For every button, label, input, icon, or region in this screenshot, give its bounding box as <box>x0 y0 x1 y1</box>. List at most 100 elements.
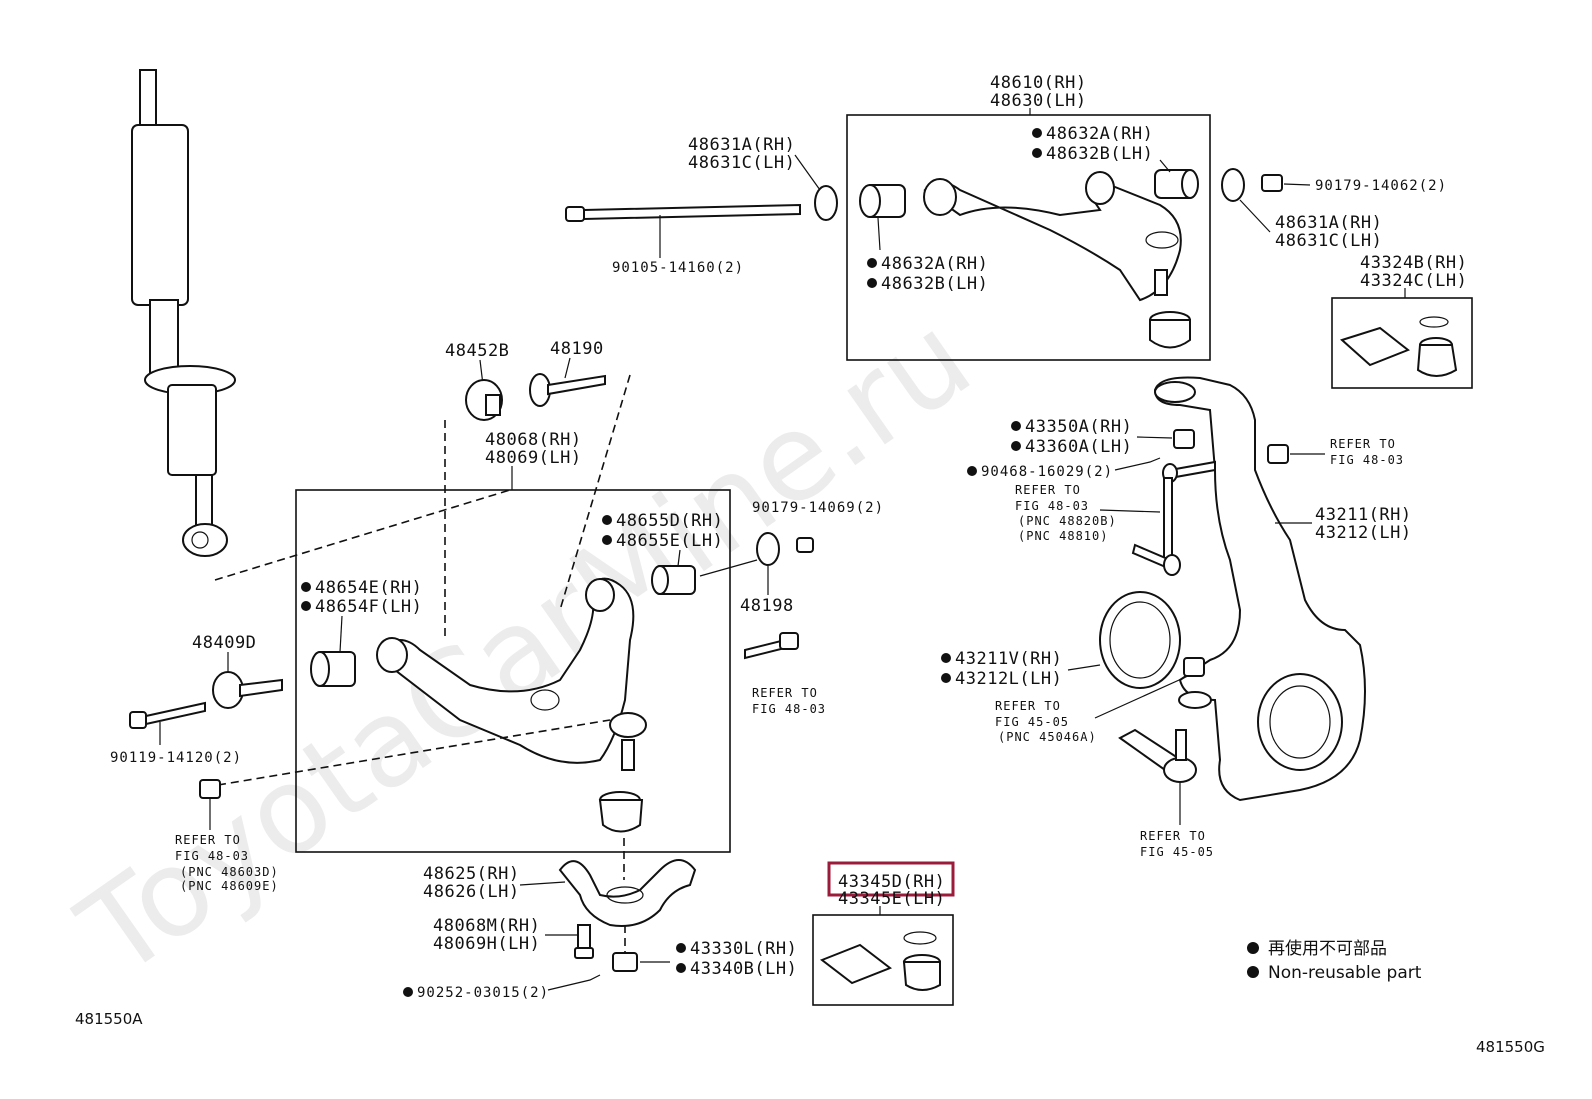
label-pnc-48810: (PNC 48810) <box>1018 529 1108 543</box>
label-pnc-48603: (PNC 48603D) <box>180 865 279 879</box>
label-knuckle-rh: 43211(RH) <box>1315 505 1412 525</box>
lower-arm-sub-bolt[interactable] <box>574 924 594 959</box>
stabilizer-nut[interactable] <box>1173 429 1195 449</box>
upper-bolt[interactable] <box>565 203 801 222</box>
cotter-90468[interactable] <box>1114 457 1161 471</box>
upper-ball-boot[interactable] <box>1149 311 1191 349</box>
label-pnc-45046: (PNC 45046A) <box>998 730 1097 744</box>
label-upper-bush-a-2: 48631A(RH) <box>1275 213 1382 233</box>
label-knuckle-lh: 43212(LH) <box>1315 523 1412 543</box>
label-fig-4505-b: FIG 45-05 <box>1140 845 1214 859</box>
cotter-pin[interactable] <box>547 974 601 991</box>
tie-rod-end[interactable] <box>1118 728 1197 783</box>
label-cotter-pin: 90252-03015(2) <box>417 985 549 1001</box>
boot-kit-box <box>1331 297 1473 389</box>
label-upper-bushing-b-top: 48632B(LH) <box>1046 144 1153 164</box>
knuckle-bolt[interactable] <box>1267 444 1289 464</box>
lower-washer[interactable] <box>756 532 780 566</box>
lower-control-arm[interactable] <box>376 577 647 771</box>
shock-absorber[interactable] <box>131 69 236 557</box>
label-refer-to-c: REFER TO <box>1015 483 1081 497</box>
label-upper-bush-a: 48631A(RH) <box>688 135 795 155</box>
lower-bushing-front[interactable] <box>310 651 356 687</box>
shock-leader <box>214 489 511 581</box>
label-boot-kit-lower-lh: 43345E(LH) <box>838 889 945 909</box>
label-pnc-48820: (PNC 48820B) <box>1018 514 1117 528</box>
upper-arm-box <box>846 114 1211 361</box>
label-upper-bolt: 90105-14160(2) <box>612 260 744 276</box>
label-lower-washer: 48198 <box>740 596 794 616</box>
label-fig-4803-b: FIG 48-03 <box>752 702 826 716</box>
lower-grease-packet[interactable] <box>819 943 893 985</box>
upper-washer-left[interactable] <box>814 185 838 221</box>
label-cam-plate: 48452B <box>445 341 509 361</box>
lower-arm-box <box>295 489 731 853</box>
label-cotter-90468: 90468-16029(2) <box>981 464 1113 480</box>
label-boot-kit-lh: 43324C(LH) <box>1360 271 1467 291</box>
label-nut-43360: 43360A(LH) <box>1025 437 1132 457</box>
label-fig-4505-a: FIG 45-05 <box>995 715 1069 729</box>
label-fig-4803-d: FIG 48-03 <box>1330 453 1404 467</box>
upper-bushing-right[interactable] <box>1154 169 1199 199</box>
label-refer-to-f: REFER TO <box>1140 829 1206 843</box>
nut-leader <box>217 719 611 786</box>
lower-bolt-rear[interactable] <box>744 632 799 660</box>
front-nut[interactable] <box>199 779 221 799</box>
stabilizer-link[interactable] <box>1131 460 1216 576</box>
upper-bushing-left[interactable] <box>859 184 906 218</box>
label-fig-4803-a: FIG 48-03 <box>175 849 249 863</box>
lower-ball-joint[interactable] <box>558 859 697 927</box>
lower-boot-kit-box <box>812 914 954 1006</box>
figure-code-right: 481550G <box>1476 1038 1545 1056</box>
legend-en: Non-reusable part <box>1268 963 1422 983</box>
label-nut-43350: 43350A(RH) <box>1025 417 1132 437</box>
steering-knuckle[interactable] <box>1153 376 1366 802</box>
label-lower-arm-sub-rh: 48068M(RH) <box>433 916 540 936</box>
knuckle-nut[interactable] <box>1183 657 1205 677</box>
label-lower-bushing-front-f: 48654F(LH) <box>315 597 422 617</box>
cam-48409[interactable] <box>212 671 283 709</box>
lower-boot-kit[interactable] <box>902 931 941 991</box>
lower-bolt-front[interactable] <box>129 701 206 729</box>
label-lower-bushing-e: 48655E(LH) <box>616 531 723 551</box>
castle-nut[interactable] <box>612 952 638 972</box>
upper-nut[interactable] <box>1261 174 1283 192</box>
lower-bushing-rear[interactable] <box>651 565 696 595</box>
lower-nut[interactable] <box>796 537 814 553</box>
label-seal-rh: 43211V(RH) <box>955 649 1062 669</box>
legend-dot-jp <box>1247 942 1259 954</box>
cam-plate[interactable] <box>465 379 503 421</box>
label-nut-43340: 43340B(LH) <box>690 959 797 979</box>
label-upper-bushing-a-top: 48632A(RH) <box>1046 124 1153 144</box>
upper-washer-right[interactable] <box>1221 168 1245 202</box>
label-upper-bush-c: 48631C(LH) <box>688 153 795 173</box>
grease-packet[interactable] <box>1340 326 1410 367</box>
oil-seal[interactable] <box>1099 591 1181 689</box>
label-lower-arm-lh: 48069(LH) <box>485 448 582 468</box>
highlight-box <box>827 861 955 897</box>
legend-jp: 再使用不可部品 <box>1268 938 1387 959</box>
label-boot-kit-rh: 43324B(RH) <box>1360 253 1467 273</box>
label-upper-bush-c-2: 48631C(LH) <box>1275 231 1382 251</box>
label-refer-to-e: REFER TO <box>995 699 1061 713</box>
label-cam-bolt: 48190 <box>550 339 604 359</box>
label-seal-lh: 43212L(LH) <box>955 669 1062 689</box>
label-lower-arm-sub-lh: 48069H(LH) <box>433 934 540 954</box>
label-ball-joint-rh: 48625(RH) <box>423 864 520 884</box>
upper-control-arm[interactable] <box>923 171 1182 302</box>
label-upper-bushing-b: 48632B(LH) <box>881 274 988 294</box>
cam-leader <box>444 374 631 640</box>
label-upper-nut: 90179-14062(2) <box>1315 178 1447 194</box>
label-pnc-48609: (PNC 48609E) <box>180 879 279 893</box>
label-refer-to-d: REFER TO <box>1330 437 1396 451</box>
cam-bolt[interactable] <box>529 373 606 407</box>
label-fig-4803-c: FIG 48-03 <box>1015 499 1089 513</box>
label-lower-nut: 90179-14069(2) <box>752 500 884 516</box>
label-nut-43330: 43330L(RH) <box>690 939 797 959</box>
boot-kit-upper[interactable] <box>1416 316 1458 377</box>
label-cam-48409: 48409D <box>192 633 256 653</box>
lower-ball-boot[interactable] <box>598 791 644 833</box>
label-boot-kit-lower-rh: 43345D(RH) <box>838 872 945 892</box>
figure-code-left: 481550A <box>75 1010 143 1028</box>
